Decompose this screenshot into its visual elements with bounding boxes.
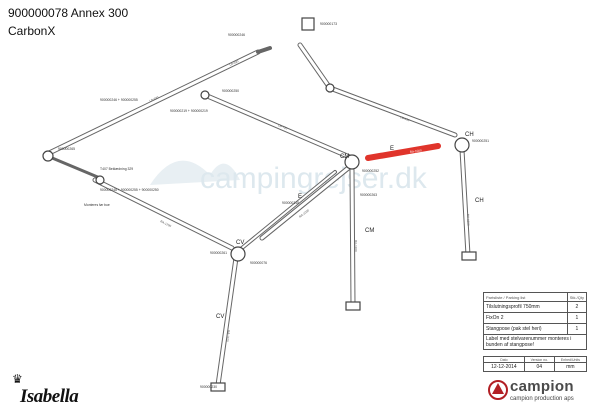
- parts-row-qty: 1: [566, 312, 588, 324]
- part-number: 900000076: [250, 261, 267, 265]
- leg-right-inner: [460, 148, 470, 257]
- part-number: 900000173: [320, 22, 337, 26]
- part-number: 900000248 + 900000255 + 900000250: [100, 188, 159, 192]
- tube-length-label: LB-720: [278, 123, 289, 130]
- diagram-title: 900000078 Annex 300: [8, 6, 129, 20]
- label-e-top: E: [390, 146, 394, 152]
- label-cm-top: CM: [340, 154, 349, 160]
- tube-length-label: RA-1000: [298, 208, 310, 219]
- part-number: 900000230: [200, 385, 217, 389]
- tube-length-label: RA-1200: [160, 219, 173, 228]
- label-cv-leg: CV: [216, 314, 224, 320]
- revision-version: 04: [523, 362, 555, 372]
- highlighted-tube-body: [365, 143, 441, 161]
- tube-top-end: [256, 46, 272, 54]
- part-number: T407 Beklædning 329: [100, 167, 133, 171]
- tube-top-left-inner: [43, 50, 260, 157]
- tube-length-label: LB-630: [229, 59, 240, 67]
- part-number: Monteres før bue: [84, 203, 110, 207]
- parts-note: Label med stelvarenummer monteres i bund…: [483, 334, 587, 350]
- watermark: campingrejser.dk: [150, 160, 428, 195]
- parts-row-label: FixOn 2: [483, 312, 568, 324]
- part-number: 900000261: [210, 251, 227, 255]
- parts-row-label: Stangpose (pak stel heri): [483, 323, 568, 335]
- label-cm-leg: CM: [365, 228, 374, 234]
- label-ch-top: CH: [465, 132, 474, 138]
- parts-row: FixOn 2 1: [483, 312, 588, 324]
- part-number: 900000250: [222, 89, 239, 93]
- parts-note-row: Label med stelvarenummer monteres i bund…: [483, 334, 587, 350]
- tube-mid-diagonal-inner: [203, 93, 354, 160]
- tube-length-label: RA-1100: [354, 240, 358, 252]
- tube-length-label: LB-630: [149, 95, 160, 103]
- tube-length-label: LB-630: [400, 115, 411, 122]
- tube-length-label: RA-1100: [466, 214, 470, 226]
- joint-left-lower: [95, 175, 105, 185]
- tube-left-short: [43, 153, 102, 180]
- leg-center-inner: [350, 168, 355, 307]
- part-number: 900000246 + 900000255: [100, 98, 138, 102]
- part-number: 900000251: [472, 139, 489, 143]
- highlighted-tube: [365, 143, 441, 161]
- tube-front-center-inner: [260, 163, 354, 240]
- leg-front-inner: [216, 256, 238, 387]
- revision-values: 12-12-2014 04 mm: [483, 362, 588, 372]
- tube-roof-right: [297, 42, 458, 138]
- label-e-front: E: [298, 194, 302, 200]
- parts-table-header: Partsliste / Parking list Stk./Qty: [483, 292, 588, 302]
- part-number: 900000246: [228, 33, 245, 37]
- clip-top: [301, 17, 315, 31]
- watermark-tent-icon: [150, 160, 240, 185]
- parts-row-qty: 1: [566, 323, 588, 335]
- tube-lower-left-inner: [93, 178, 234, 250]
- joint-upper: [200, 90, 210, 100]
- isabella-logo: Isabella: [20, 386, 79, 407]
- foot-center: [345, 301, 361, 311]
- parts-header-qty: Stk./Qty: [566, 292, 588, 302]
- part-number: 900000263: [360, 193, 377, 197]
- parts-row-label: Tilslutningsprofil 750mm: [483, 301, 568, 313]
- part-number: 900000265: [58, 147, 75, 151]
- joint-roof: [325, 83, 335, 93]
- part-number: 900000252: [362, 169, 379, 173]
- campion-logo: campion campion production aps: [488, 378, 588, 404]
- parts-row: Stangpose (pak stel heri) 1: [483, 323, 588, 335]
- parts-row-qty: 2: [566, 301, 588, 313]
- campion-emblem-icon: [488, 380, 508, 400]
- tube-roof-right-inner: [298, 43, 457, 137]
- revision-date: 12-12-2014: [483, 362, 525, 372]
- joint-left: [42, 150, 54, 162]
- label-ch-leg: CH: [475, 198, 484, 204]
- tube-length-label: RA-1000: [410, 148, 423, 154]
- parts-row: Tilslutningsprofil 750mm 2: [483, 301, 588, 313]
- joint-center: [344, 154, 360, 170]
- campion-subtitle: campion production aps: [510, 396, 574, 402]
- revision-table: Dato Version no. Enhed/Units 12-12-2014 …: [483, 356, 588, 372]
- diagram-subtitle: CarbonX: [8, 24, 56, 38]
- joint-front: [230, 246, 246, 262]
- crown-icon: ♛: [12, 372, 23, 386]
- part-number: 900000318: [282, 201, 299, 205]
- foot-right: [461, 251, 477, 261]
- parts-header-label: Partsliste / Parking list: [483, 292, 568, 302]
- tube-length-label: RA-1100: [225, 330, 231, 342]
- part-number: 900000219 + 900000219: [170, 109, 208, 113]
- foot-front: [210, 382, 226, 392]
- label-cv-top: CV: [236, 240, 244, 246]
- revision-units: mm: [553, 362, 588, 372]
- parts-list-table: Partsliste / Parking list Stk./Qty Tilsl…: [483, 292, 588, 350]
- tube-center-left-inner: [241, 171, 336, 249]
- campion-name: campion: [510, 378, 574, 395]
- joint-right: [454, 137, 470, 153]
